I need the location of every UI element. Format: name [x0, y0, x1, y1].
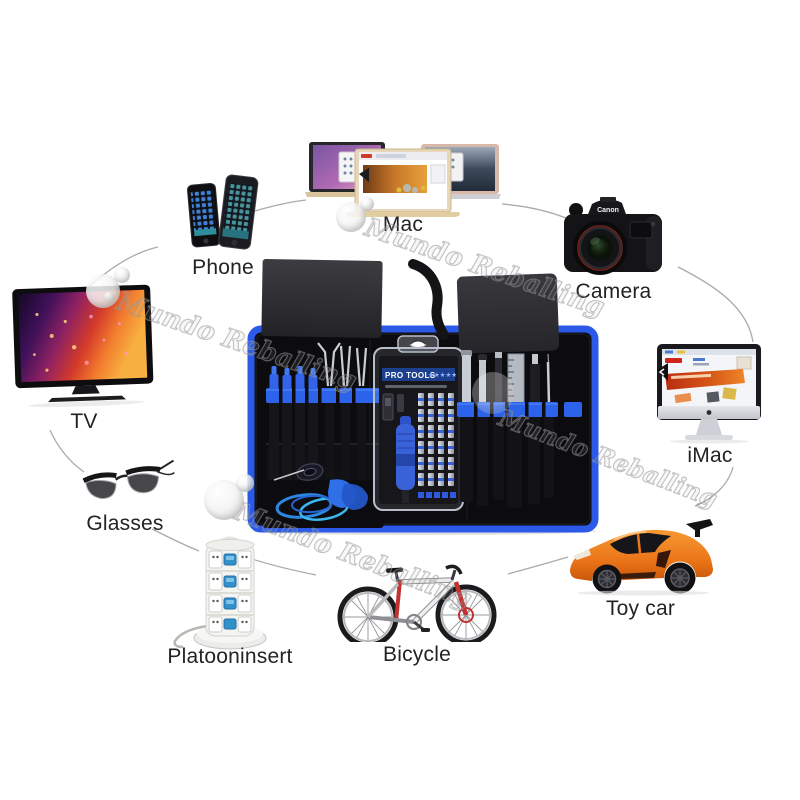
camera-image: Canon [564, 197, 662, 275]
pro-tools-title: PRO TOOLS [385, 371, 436, 380]
bicycle-image [337, 564, 497, 642]
mac-label: Mac [382, 213, 424, 236]
kit-left-tools [262, 342, 384, 528]
kit-bit-set: PRO TOOLS ★★★★★ [373, 335, 464, 511]
glasses-label: Glasses [86, 512, 164, 535]
mac-image [305, 142, 501, 217]
platooninsert-image [173, 536, 267, 650]
camera-label: Camera [575, 280, 652, 303]
bicycle-item: Bicycle [328, 538, 506, 670]
kit-right-tools [457, 350, 582, 508]
kit-left-flap [261, 259, 383, 338]
camera-brand-text: Canon [597, 207, 619, 214]
imac-image [657, 344, 761, 444]
tv-image [12, 284, 154, 408]
camera-item: Canon Camera [556, 188, 671, 306]
tool-kit-image: PRO TOOLS ★★★★★ [247, 259, 599, 535]
phone-label: Phone [192, 256, 254, 279]
imac-item: iMac [645, 340, 775, 470]
glasses-item: Glasses [70, 456, 180, 540]
tv-label: TV [70, 410, 98, 433]
kit-strap [408, 259, 449, 340]
glasses-image [82, 459, 175, 500]
phone-image [187, 174, 259, 250]
toy-car-image [570, 519, 713, 596]
platooninsert-label: Platooninsert [167, 645, 293, 668]
mac-item: Mac [303, 136, 503, 236]
tv-item: TV [8, 283, 160, 438]
phone-item: Phone [178, 172, 268, 282]
imac-label: iMac [687, 444, 733, 467]
bicycle-label: Bicycle [383, 643, 451, 666]
kit-right-flap [456, 273, 560, 354]
stars-icon: ★★★★★ [428, 371, 457, 379]
toy-car-label: Toy car [605, 597, 676, 620]
toy-car-item: Toy car [558, 500, 723, 625]
platooninsert-item: Platooninsert [160, 530, 300, 672]
